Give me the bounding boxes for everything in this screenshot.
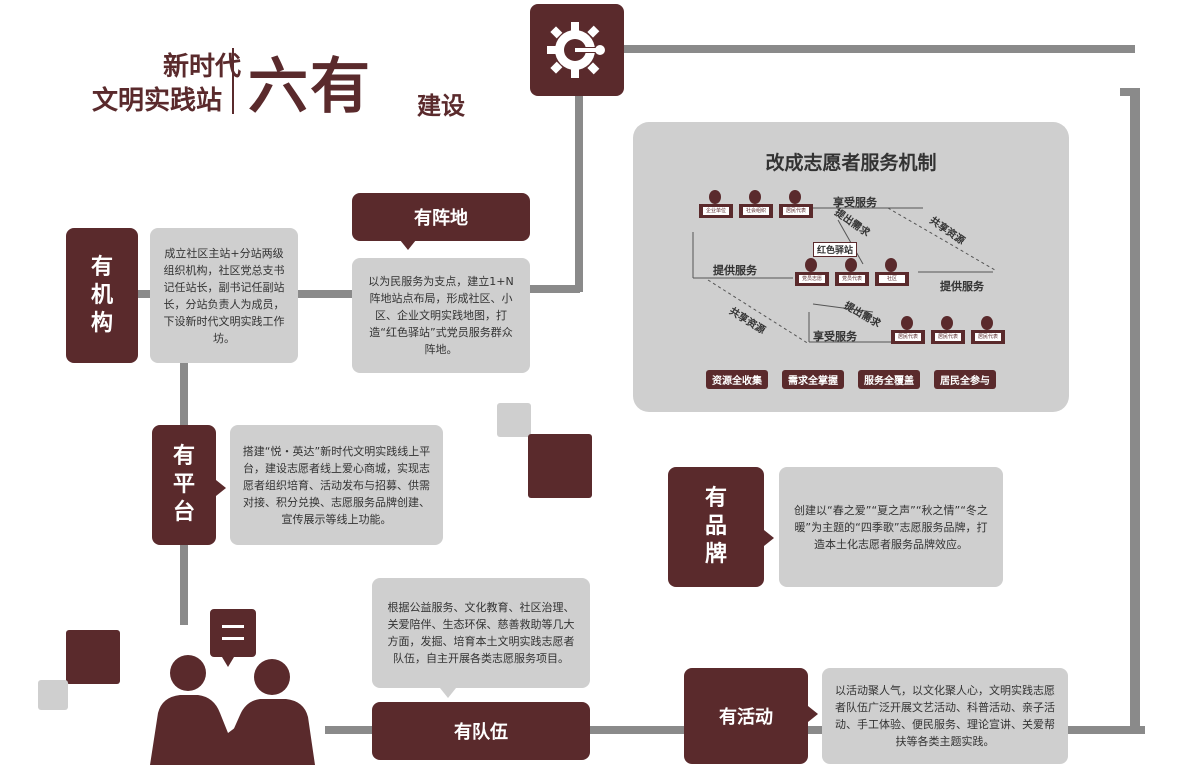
people-icon xyxy=(150,609,315,765)
platform-pointer xyxy=(216,480,226,496)
position-title: 有阵地 xyxy=(352,193,530,241)
team-pointer xyxy=(440,688,456,698)
tag-demand: 需求全掌握 xyxy=(782,370,844,389)
label-red-station: 红色驿站 xyxy=(813,242,858,257)
brand-text: 创建以“春之爱”“夏之声”“秋之情”“冬之暖”为主题的“四季歌”志愿服务品牌，打… xyxy=(779,467,1003,587)
decor-square xyxy=(497,403,531,437)
brand-title-char: 有 xyxy=(704,486,727,511)
header-suffix: 建设 xyxy=(417,92,465,120)
team-title: 有队伍 xyxy=(372,702,590,760)
label-provide-right: 提供服务 xyxy=(940,280,984,293)
position-pointer xyxy=(400,240,416,250)
mechanism-title: 改成志愿者服务机制 xyxy=(765,152,937,174)
mechanism-tags: 资源全收集 需求全掌握 服务全覆盖 居民全参与 xyxy=(633,370,1069,389)
platform-text: 搭建“悦・英达”新时代文明实践线上平台，建设志愿者线上爱心商城，实现志愿者组织培… xyxy=(230,425,443,545)
desk-figure: 社区 xyxy=(875,258,909,292)
desk-label: 居民代表 xyxy=(975,333,1001,341)
organization-title-char: 有 xyxy=(90,254,113,280)
desk-label: 居民代表 xyxy=(783,207,809,215)
tag-service: 服务全覆盖 xyxy=(858,370,920,389)
label-provide-left: 提供服务 xyxy=(713,264,757,277)
desk-figure: 居民代表 xyxy=(891,316,925,350)
decor-square xyxy=(528,434,592,498)
brand-title-char: 品 xyxy=(704,514,727,539)
platform-title-char: 有 xyxy=(172,444,195,469)
organization-title: 有 机 构 xyxy=(66,228,138,363)
mechanism-arrows xyxy=(692,207,996,345)
organization-title-char: 构 xyxy=(90,310,113,336)
platform-title-char: 平 xyxy=(172,472,195,497)
desk-figure: 社会组织 xyxy=(739,190,773,224)
mechanism-panel: 改成志愿者服务机制 享受服务 提出需求 共享资源 红色驿站 提供服务 提供服务 … xyxy=(633,122,1069,412)
connector-line xyxy=(530,285,580,293)
desk-figure: 党员代表 xyxy=(835,258,869,292)
desk-figure: 企业单位 xyxy=(699,190,733,224)
connector-line xyxy=(620,45,1135,53)
label-enjoy-bottom: 享受服务 xyxy=(813,330,857,343)
decor-square xyxy=(38,680,68,710)
desk-label: 企业单位 xyxy=(703,207,729,215)
tag-participation: 居民全参与 xyxy=(934,370,996,389)
desk-label: 党员志愿 xyxy=(799,275,825,283)
header-line1: 新时代 xyxy=(162,52,241,82)
desk-label: 居民代表 xyxy=(935,333,961,341)
brand-title: 有 品 牌 xyxy=(668,467,764,587)
connector-line xyxy=(575,52,583,292)
header-title: 新时代 文明实践站 六有 建设 xyxy=(62,44,492,124)
activity-title: 有活动 xyxy=(684,668,808,764)
platform-title: 有 平 台 xyxy=(152,425,216,545)
mid-desk-row: 党员志愿 党员代表 社区 xyxy=(795,258,909,292)
desk-figure: 居民代表 xyxy=(971,316,1005,350)
label-enjoy-top: 享受服务 xyxy=(833,196,877,209)
chat-bubble-icon xyxy=(210,609,256,667)
brand-pointer xyxy=(764,530,774,546)
organization-text: 成立社区主站+分站两级组织机构，社区党总支书记任站长，副书记任副站长，分站负责人… xyxy=(150,228,298,363)
header-big: 六有 xyxy=(248,52,372,122)
gear-icon xyxy=(547,22,605,78)
desk-label: 社会组织 xyxy=(743,207,769,215)
desk-figure: 居民代表 xyxy=(931,316,965,350)
top-desk-row: 企业单位 社会组织 居民代表 xyxy=(699,190,813,224)
position-text: 以为民服务为支点，建立1+N阵地站点布局，形成社区、小区、企业文明实践地图，打造… xyxy=(352,258,530,373)
gear-box xyxy=(530,4,624,96)
brand-title-char: 牌 xyxy=(704,542,727,567)
header-divider xyxy=(232,48,234,114)
desk-label: 党员代表 xyxy=(839,275,865,283)
tag-resource: 资源全收集 xyxy=(706,370,768,389)
bottom-desk-row: 居民代表 居民代表 居民代表 xyxy=(891,316,1005,350)
platform-title-char: 台 xyxy=(172,500,195,525)
connector-line xyxy=(1120,88,1138,96)
desk-label: 社区 xyxy=(879,275,905,283)
desk-figure: 居民代表 xyxy=(779,190,813,224)
organization-title-char: 机 xyxy=(90,282,113,308)
connector-line xyxy=(1130,88,1140,733)
desk-label: 居民代表 xyxy=(895,333,921,341)
decor-square xyxy=(66,630,120,684)
activity-text: 以活动聚人气，以文化聚人心，文明实践志愿者队伍广泛开展文艺活动、科普活动、亲子活… xyxy=(822,668,1068,764)
activity-pointer xyxy=(808,706,818,722)
team-text: 根据公益服务、文化教育、社区治理、关爱陪伴、生态环保、慈善救助等几大方面，发掘、… xyxy=(372,578,590,688)
header-line2: 文明实践站 xyxy=(91,86,222,116)
desk-figure: 党员志愿 xyxy=(795,258,829,292)
